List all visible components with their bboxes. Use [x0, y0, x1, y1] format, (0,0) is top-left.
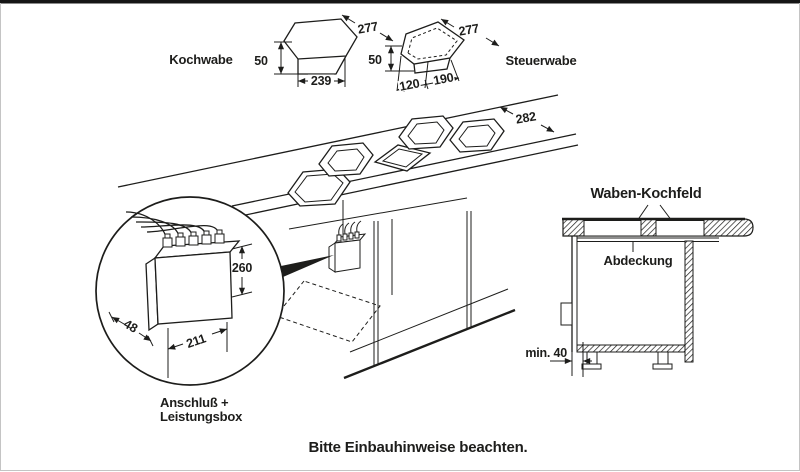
steuerwabe-inner-outline — [407, 27, 458, 60]
box-dim-width: 211 — [184, 331, 207, 351]
worktop-cutouts — [287, 115, 505, 207]
cabinet-bottom-panel — [576, 344, 686, 353]
steuerwabe-dim-front: 120 — [398, 76, 421, 94]
cooktop-element-2 — [655, 220, 705, 237]
steuerwabe-label: Steuerwabe — [506, 53, 577, 68]
cabinet-side-view: Waben-Kochfeld Abdeckung min. 40 — [525, 186, 754, 377]
box-dim-height: 260 — [232, 261, 253, 275]
kochwabe-dim-height: 50 — [254, 54, 268, 68]
clearance-dim: min. 40 — [525, 346, 567, 360]
kochwabe-label: Kochwabe — [169, 52, 232, 67]
footer-note: Bitte Einbauhinweise beachten. — [308, 439, 527, 456]
box-position-outline — [275, 280, 381, 343]
connection-box-caption-line1: Anschluß + — [160, 395, 229, 410]
kochwabe-figure: 50 239 277 Kochwabe — [169, 14, 394, 88]
cabinet-floor-edge — [349, 288, 509, 353]
worktop-dim-depth: 282 — [515, 109, 538, 126]
connection-box-detail: 260 48 211 Anschluß + Leistungsbox — [95, 196, 285, 424]
kochwabe-dim-width: 239 — [311, 74, 332, 88]
wall-cross-section — [684, 240, 694, 363]
steuerwabe-dim-diagonal: 277 — [458, 21, 481, 38]
steuerwabe-dim-width: 190 — [432, 70, 455, 88]
door-hinge — [560, 302, 573, 326]
steuerwabe-hexagon — [400, 21, 465, 65]
box-dim-depth: 48 — [121, 317, 140, 336]
power-box-in-cabinet — [328, 220, 367, 273]
steuerwabe-body — [413, 57, 451, 74]
cover-label: Abdeckung — [604, 253, 673, 268]
cabinet-feet — [581, 351, 673, 370]
cooktop-element-1 — [583, 220, 642, 237]
cooktop-label: Waben-Kochfeld — [590, 186, 701, 202]
connection-box-caption-line2: Leistungsbox — [160, 409, 243, 424]
connection-box — [145, 229, 241, 332]
kochwabe-hexagon — [283, 18, 358, 60]
kochwabe-dim-diagonal: 277 — [357, 19, 380, 36]
cabinet-base-edge — [343, 308, 516, 380]
wall-edge-line — [117, 94, 559, 188]
steuerwabe-dim-height: 50 — [368, 53, 382, 67]
magnifier-callout-wedge — [276, 255, 334, 280]
worktop-perspective: 282 — [117, 94, 579, 380]
steuerwabe-figure: 50 120 190 277 Steuerwabe — [368, 18, 577, 94]
